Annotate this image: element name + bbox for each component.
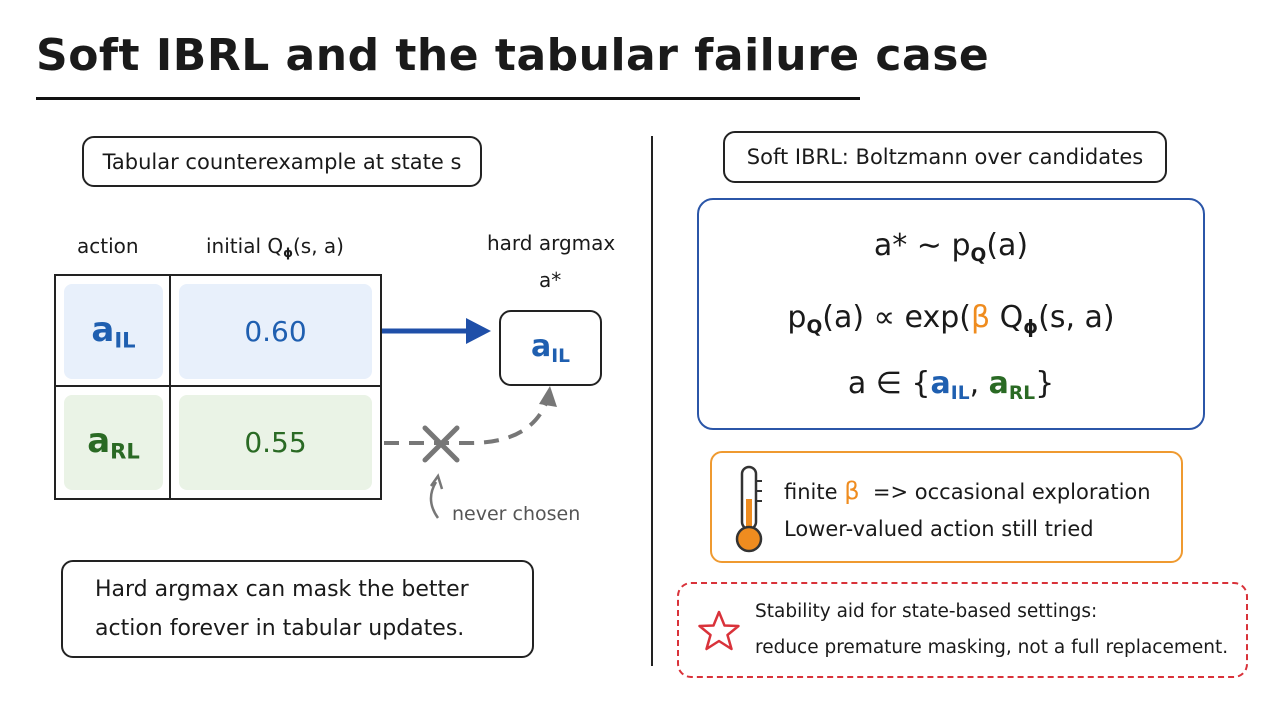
action-il-label: aIL [91,310,136,353]
stability-line-2: reduce premature masking, not a full rep… [755,637,1229,658]
counterexample-label-text: Tabular counterexample at state s [102,149,462,174]
action-column-header: action [77,234,139,258]
title-underline [36,97,860,100]
star-icon [698,610,740,651]
note-box: Hard argmax can mask the better action f… [61,560,534,658]
exploration-line-1: finite β => occasional exploration [784,477,1151,505]
beta-symbol: β [970,300,991,335]
formula-candidate-set: a ∈ {aIL, aRL} [847,366,1055,404]
a-star-label: a* [539,268,562,292]
action-rl-label: aRL [87,421,140,464]
counterexample-label: Tabular counterexample at state s [82,136,482,187]
note-line-2: action forever in tabular updates. [95,616,465,641]
panel-divider [651,136,653,666]
formula-box: a* ∼ pQ(a) pQ(a) ∝ exp(β Qϕ(s, a) a ∈ {a… [697,198,1205,430]
value-column-header: initial Qϕ(s, a) [206,234,344,260]
stability-box: Stability aid for state-based settings: … [677,582,1248,678]
note-line-1: Hard argmax can mask the better [95,577,469,602]
table-row-rl-value: 0.55 [171,387,380,498]
rejected-arrow [384,386,557,445]
table-row-rl-action: aRL [56,387,171,498]
thermometer-icon [735,465,763,553]
exploration-box: finite β => occasional exploration Lower… [710,451,1183,563]
soft-ibrl-label-text: Soft IBRL: Boltzmann over candidates [746,145,1144,169]
page-title: Soft IBRL and the tabular failure case [36,30,990,81]
value-rl: 0.55 [244,426,307,459]
never-chosen-label: never chosen [452,503,581,525]
stability-line-1: Stability aid for state-based settings: [755,601,1098,622]
argmax-result-box: aIL [499,310,602,386]
hard-argmax-label: hard argmax [487,231,616,255]
q-value-table: aIL 0.60 aRL 0.55 [54,274,382,500]
curved-pointer-arrow-icon [429,473,444,519]
cross-icon [422,425,460,463]
value-il: 0.60 [244,315,307,348]
argmax-result-text: aIL [530,329,571,367]
argmax-arrow [382,318,491,344]
table-row-il-value: 0.60 [171,276,380,387]
soft-ibrl-label: Soft IBRL: Boltzmann over candidates [723,131,1167,183]
formula-sampling: a* ∼ pQ(a) [873,228,1029,266]
formula-boltzmann: pQ(a) ∝ exp(β Qϕ(s, a) [787,300,1115,338]
exploration-line-2: Lower-valued action still tried [784,517,1094,541]
table-row-il-action: aIL [56,276,171,387]
